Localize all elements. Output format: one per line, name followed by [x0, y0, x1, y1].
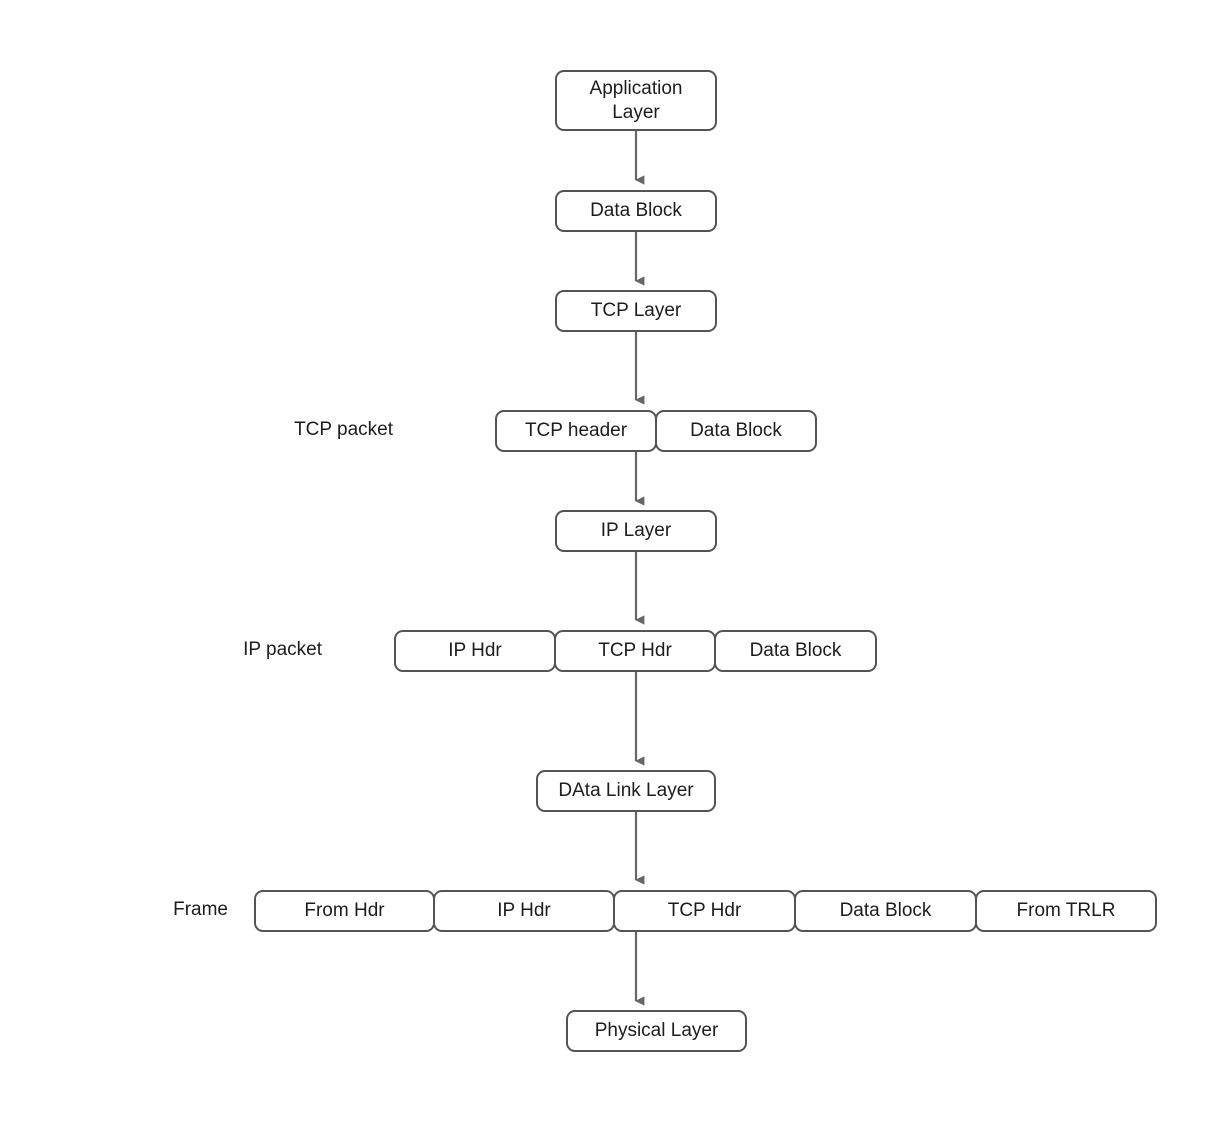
frame-segment-from-hdr[interactable]: From Hdr: [254, 890, 435, 932]
frame-segment-from-trlr[interactable]: From TRLR: [975, 890, 1157, 932]
label-ip-packet: IP packet: [243, 639, 322, 660]
packet-segment-tcp-header[interactable]: TCP header: [495, 410, 657, 452]
frame-segment-ip-hdr[interactable]: IP Hdr: [433, 890, 615, 932]
frame-segment-tcp-hdr[interactable]: TCP Hdr: [613, 890, 796, 932]
node-data-link-layer[interactable]: DAta Link Layer: [536, 770, 716, 812]
packet-segment-data-block[interactable]: Data Block: [655, 410, 817, 452]
frame-segment-data-block[interactable]: Data Block: [794, 890, 977, 932]
packet-row-ip-packet: IP Hdr TCP Hdr Data Block: [394, 630, 877, 672]
packet-segment-data-block[interactable]: Data Block: [714, 630, 877, 672]
node-physical-layer[interactable]: Physical Layer: [566, 1010, 747, 1052]
node-tcp-layer[interactable]: TCP Layer: [555, 290, 717, 332]
packet-row-frame: From Hdr IP Hdr TCP Hdr Data Block From …: [254, 890, 1157, 932]
packet-row-tcp-packet: TCP header Data Block: [495, 410, 817, 452]
node-ip-layer[interactable]: IP Layer: [555, 510, 717, 552]
node-application-layer[interactable]: Application Layer: [555, 70, 717, 131]
label-tcp-packet: TCP packet: [294, 419, 393, 440]
node-data-block[interactable]: Data Block: [555, 190, 717, 232]
label-frame: Frame: [173, 899, 228, 920]
packet-segment-ip-hdr[interactable]: IP Hdr: [394, 630, 556, 672]
packet-segment-tcp-hdr[interactable]: TCP Hdr: [554, 630, 716, 672]
